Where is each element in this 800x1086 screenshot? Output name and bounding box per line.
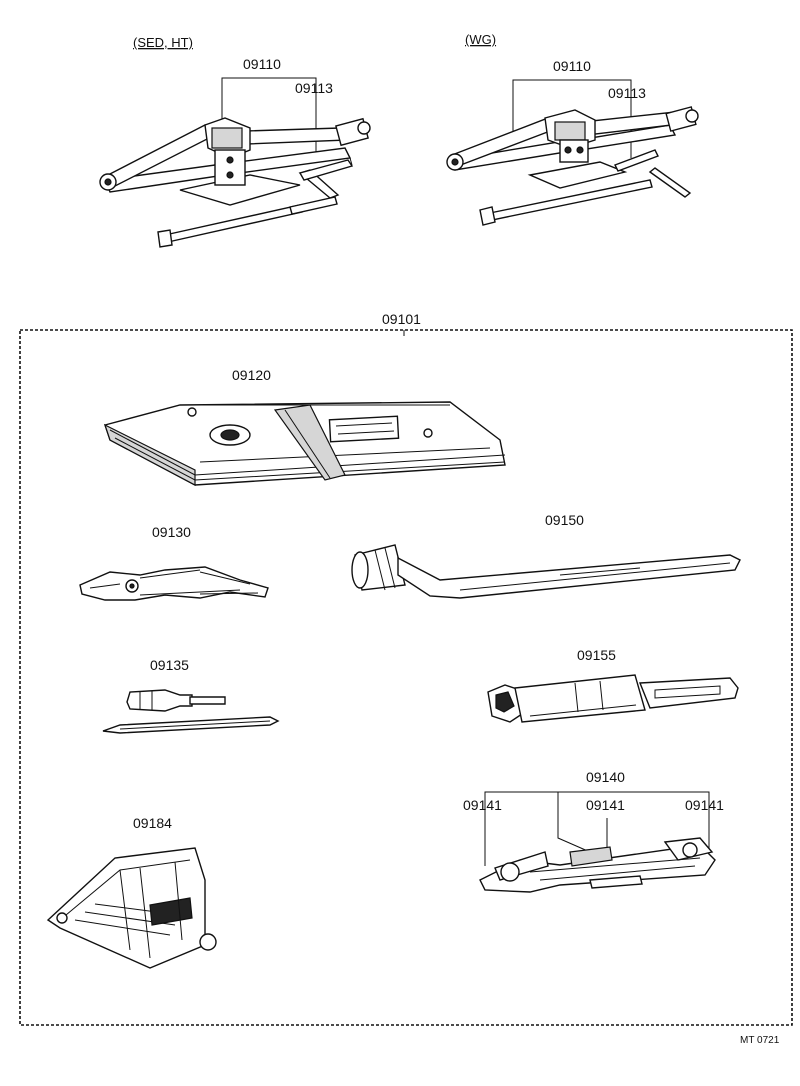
part-number-wheel-chock: 09184	[133, 815, 172, 831]
scissor-jack-wg	[446, 106, 699, 189]
part-number-wrench-a: 09141	[463, 797, 502, 813]
screwdriver	[102, 689, 280, 734]
wheel-nut-wrench	[351, 544, 741, 599]
part-number-handle-sed: 09113	[295, 80, 333, 96]
leader-wrench-set-inner	[557, 792, 591, 853]
part-number-jack-wg: 09110	[553, 58, 591, 74]
part-number-screwdriver: 09135	[150, 657, 189, 673]
jack-handle-sed	[157, 159, 354, 248]
leader-wrench-set	[484, 791, 710, 852]
part-number-tool-bag: 09120	[232, 367, 271, 383]
diagram-code: MT 0721	[740, 1035, 780, 1046]
leader-jack-sed	[221, 77, 317, 160]
part-number-plug-wrench: 09155	[577, 647, 616, 663]
part-number-wheel-wrench: 09150	[545, 512, 584, 528]
part-number-tool-set: 09101	[382, 311, 421, 327]
part-number-wrench-c: 09141	[685, 797, 724, 813]
pliers	[79, 566, 269, 601]
part-number-wrench-set: 09140	[586, 769, 625, 785]
wheel-chock	[46, 847, 217, 969]
part-number-wrench-b: 09141	[586, 797, 625, 813]
tool-bag	[103, 401, 506, 486]
scissor-jack-sed	[99, 117, 371, 206]
variant-label-wg: (WG)	[465, 32, 496, 47]
tool-set-boundary	[19, 329, 793, 1026]
variant-label-sed-ht: (SED, HT)	[133, 35, 193, 50]
part-number-jack-sed: 09110	[243, 56, 281, 72]
wrench-set	[479, 837, 716, 893]
part-number-handle-wg: 09113	[608, 85, 646, 101]
jack-handle-wg	[479, 149, 692, 226]
spark-plug-wrench	[487, 674, 739, 723]
part-number-pliers: 09130	[152, 524, 191, 540]
